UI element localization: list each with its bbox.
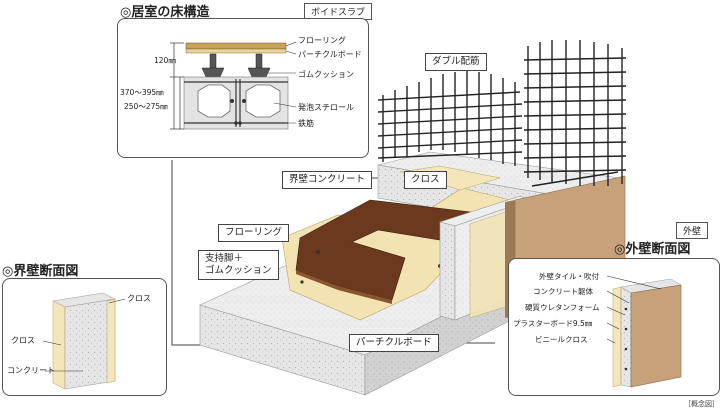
label-particleboard: パーチクルボード xyxy=(298,50,362,59)
floor-section-diagram xyxy=(170,41,297,130)
exterior-label-vinyl-cloth: ビニールクロス xyxy=(535,335,588,344)
dim-slab: 250～275㎜ xyxy=(124,102,168,111)
exterior-section-heading: ◎外壁断面図 xyxy=(614,242,691,257)
dim-120: 120㎜ xyxy=(154,56,176,65)
floor-structure-heading: ◎居室の床構造 xyxy=(120,5,210,20)
callout-cloth: クロス xyxy=(404,171,447,189)
concept-note: ［概念図］ xyxy=(684,400,719,408)
exterior-label-urethane: 硬質ウレタンフォーム xyxy=(525,303,600,312)
double-rebar-column xyxy=(523,40,627,187)
double-rebar-left xyxy=(377,70,523,166)
callout-particleboard: パーチクルボード xyxy=(349,334,439,352)
exterior-label-tile: 外壁タイル・吹付 xyxy=(539,272,599,281)
callout-double-rebar: ダブル配筋 xyxy=(425,53,487,71)
exterior-label-plasterboard: プラスターボード9.5㎜ xyxy=(513,319,593,328)
exterior-wall-tag: 外壁 xyxy=(676,222,709,239)
exterior-section-diagram xyxy=(606,275,682,388)
partition-label-cloth-left: クロス xyxy=(11,336,35,345)
exterior-section-panel: 外壁タイル・吹付 コンクリート躯体 硬質ウレタンフォーム プラスターボード9.5… xyxy=(508,258,720,396)
partition-label-cloth-top: クロス xyxy=(127,294,151,303)
callout-support-leg-line1: 支持脚＋ xyxy=(205,253,244,264)
floor-structure-panel: フローリング パーチクルボード ゴムクッション 発泡スチロール 鉄筋 120㎜ … xyxy=(117,18,369,158)
callout-flooring: フローリング xyxy=(218,224,290,242)
partition-section-heading: ◎界壁断面図 xyxy=(2,264,79,279)
label-styrofoam: 発泡スチロール xyxy=(298,103,354,112)
callout-support-leg: 支持脚＋ ゴムクッション xyxy=(198,250,279,280)
dim-total: 370～395㎜ xyxy=(120,88,164,97)
partition-label-concrete: コンクリート xyxy=(7,366,55,375)
partition-section-panel: クロス クロス コンクリート xyxy=(2,278,167,396)
callout-partition-concrete: 界壁コンクリート xyxy=(282,171,373,189)
exterior-label-concrete: コンクリート躯体 xyxy=(533,287,593,296)
label-rebar: 鉄筋 xyxy=(298,119,314,128)
label-flooring: フローリング xyxy=(298,36,346,45)
partition-section-diagram xyxy=(42,292,126,390)
callout-support-leg-line2: ゴムクッション xyxy=(205,264,272,276)
label-rubber-cushion: ゴムクッション xyxy=(298,70,354,79)
